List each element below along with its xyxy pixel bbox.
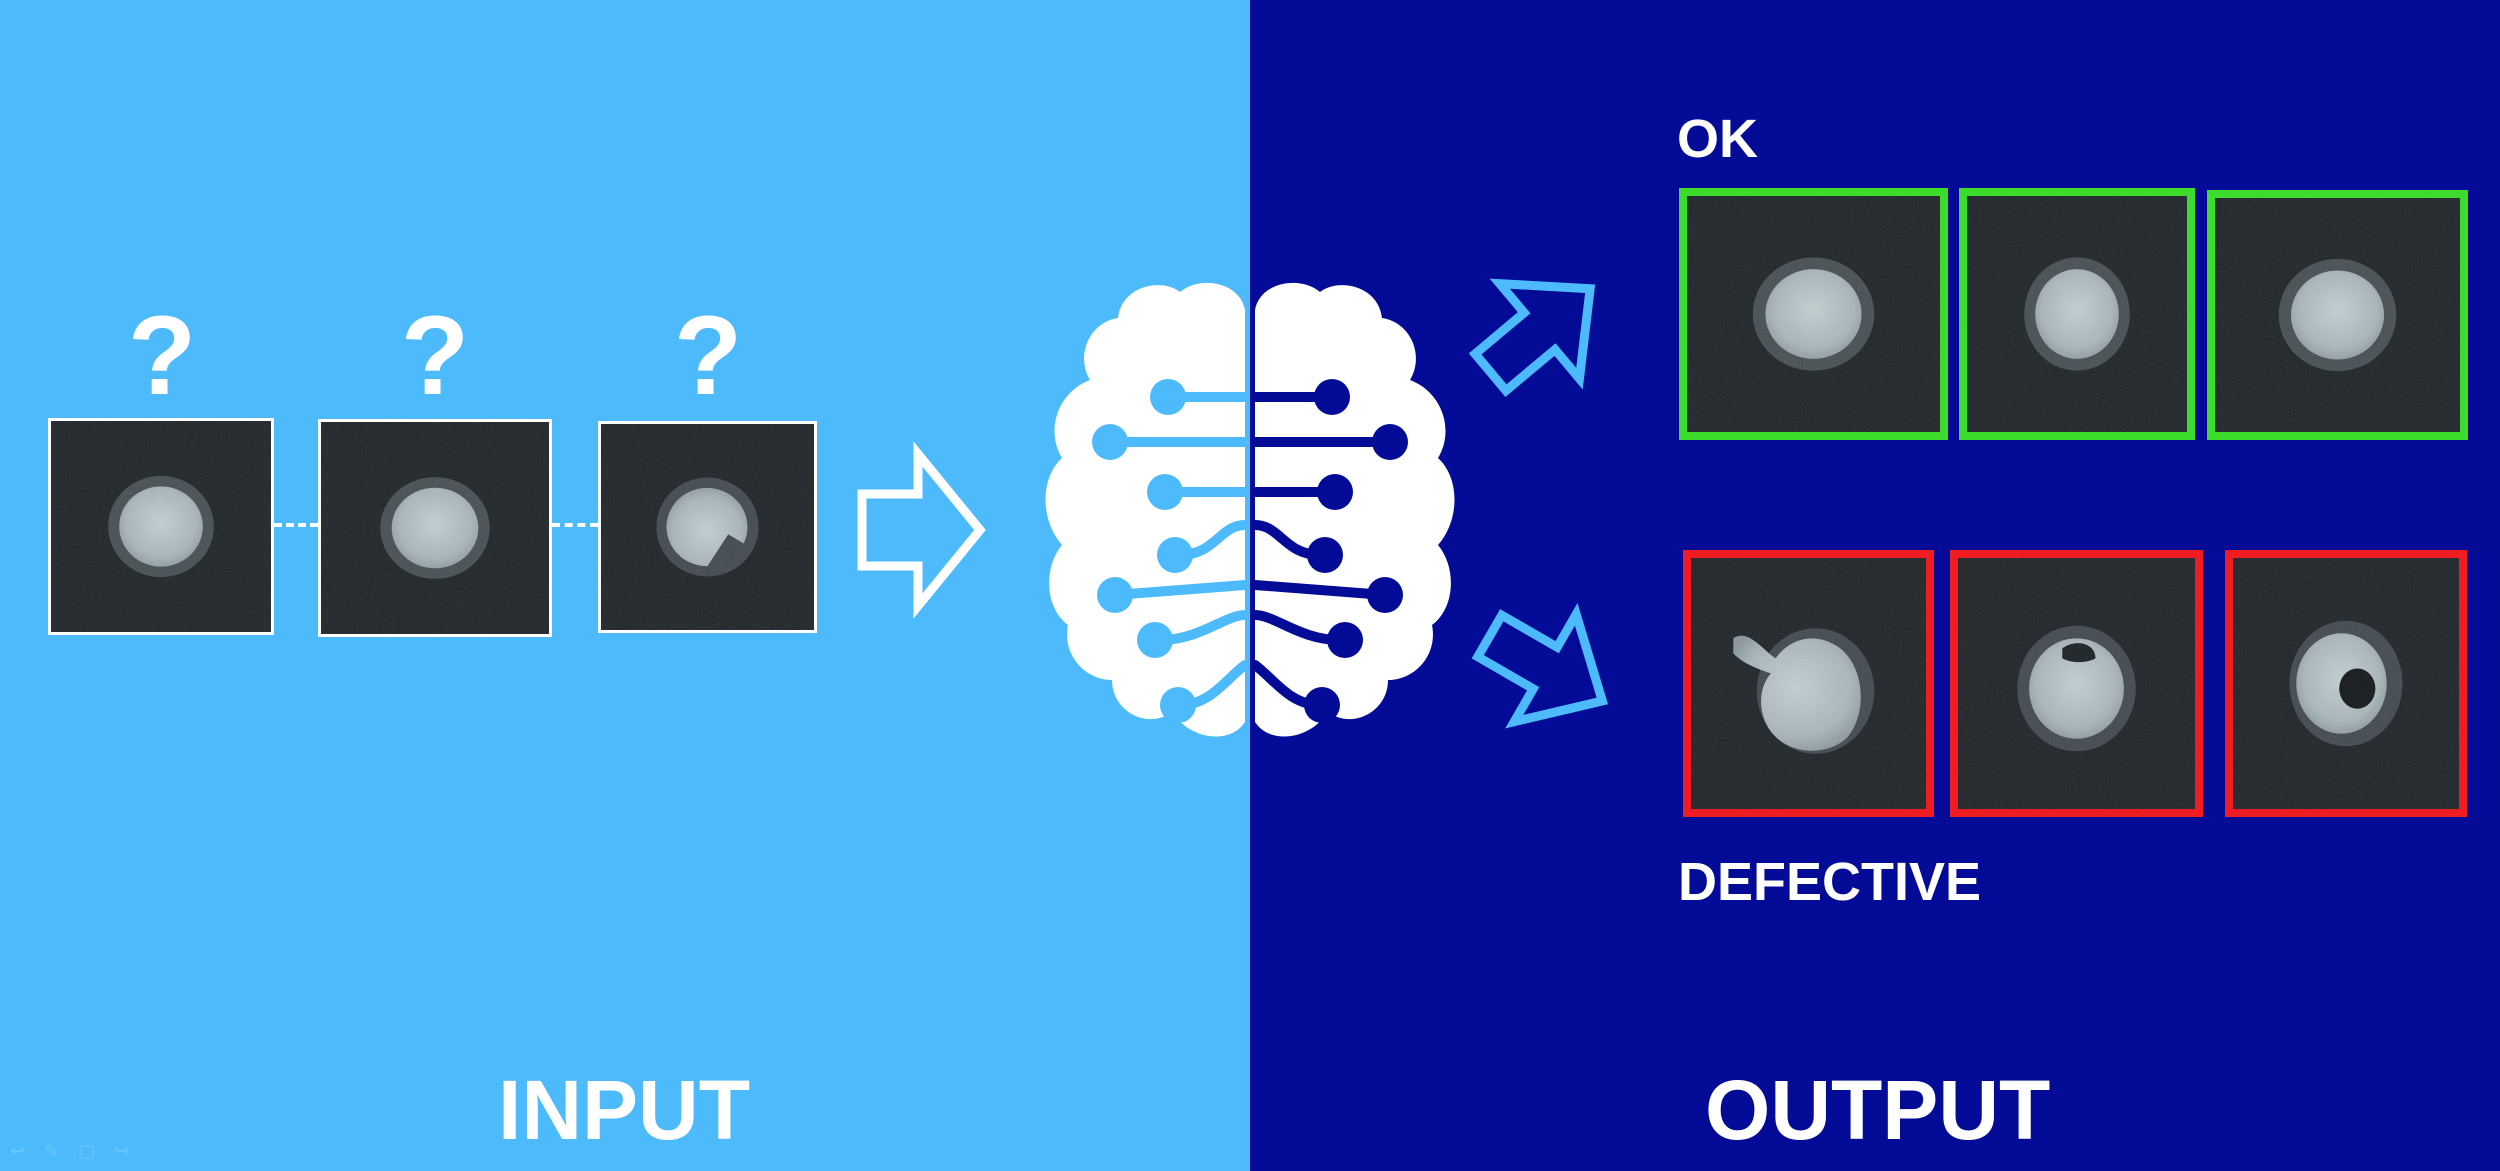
input-sample-1 [48,418,274,635]
sample-image [51,421,271,632]
input-connector-1 [274,523,318,527]
ok-sample-3 [2207,190,2468,440]
defective-sample-2 [1950,550,2203,817]
up-right-arrow-outline-icon [1468,278,1596,398]
input-connector-2 [552,523,598,527]
ok-sample-2 [1959,188,2195,440]
ok-label: OK [1677,109,1758,169]
back-arrow-icon[interactable]: ↩ [10,1141,26,1161]
sample-image [1687,196,1940,432]
pen-icon[interactable]: ✎ [44,1141,60,1161]
input-sample-3 [598,421,817,633]
sample-image [2233,558,2459,809]
sample-image [2215,198,2460,432]
defective-label: DEFECTIVE [1678,852,1982,912]
ok-sample-1 [1679,188,1948,440]
sample-image [1958,558,2195,809]
defective-sample-3 [2225,550,2467,817]
comment-icon[interactable]: ▢ [78,1141,96,1161]
down-right-arrow-outline-icon [1471,603,1609,729]
defective-sample-1 [1683,550,1934,817]
right-arrow-outline-icon [857,441,986,619]
forward-arrow-icon[interactable]: ↪ [114,1141,130,1161]
input-sample-2 [318,419,552,637]
input-label: INPUT [498,1063,750,1157]
brain-circuit-icon [1045,282,1455,737]
slideshow-toolbar[interactable]: ↩ ✎ ▢ ↪ [10,1141,143,1162]
question-mark-3: ? [673,293,743,418]
sample-image [601,424,814,630]
sample-image [321,422,549,634]
output-label: OUTPUT [1705,1063,2051,1157]
sample-image [1691,558,1926,809]
question-mark-1: ? [127,293,197,418]
sample-image [1967,196,2187,432]
question-mark-2: ? [400,293,470,418]
